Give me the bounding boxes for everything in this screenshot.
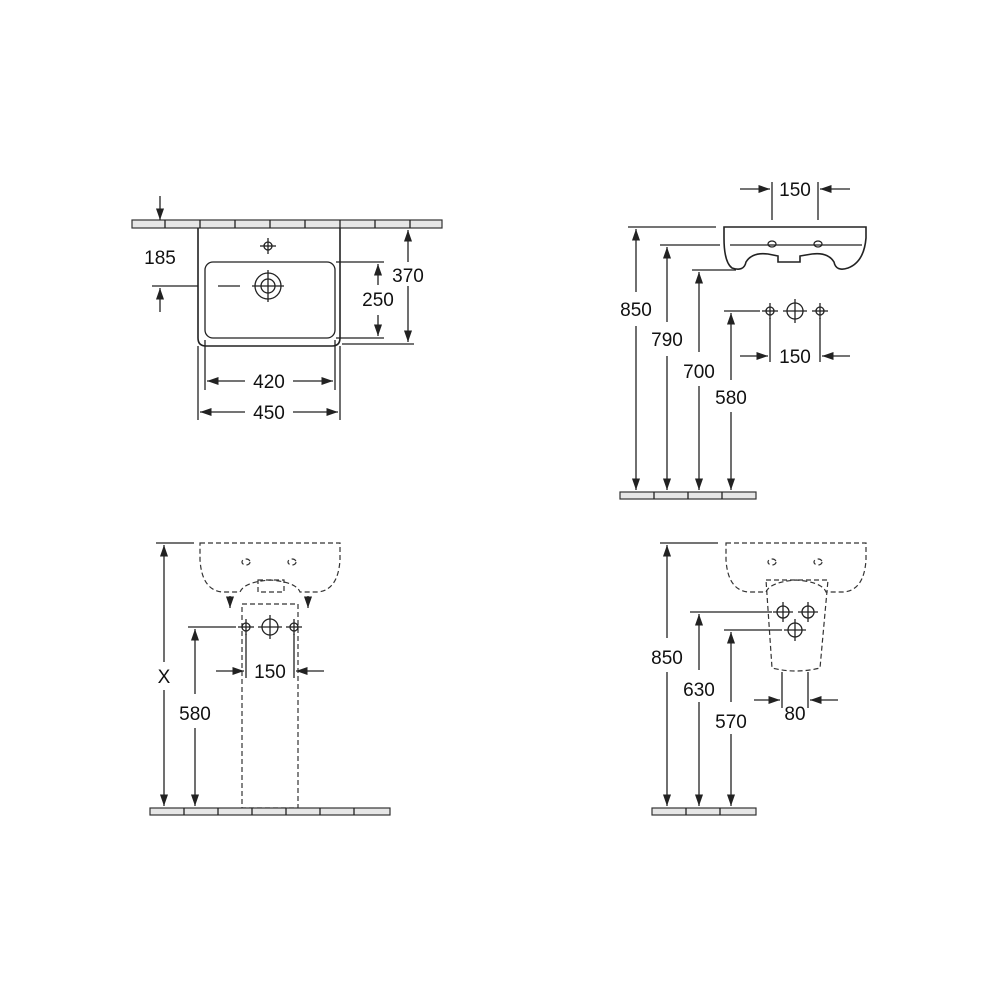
supply-hole-icon — [286, 619, 302, 635]
dim-185: 185 — [144, 196, 198, 312]
dim-570: 570 — [715, 629, 782, 806]
basin-outline — [197, 228, 341, 347]
dim-label-80: 80 — [784, 704, 805, 725]
waste-hole-icon — [783, 299, 807, 323]
semi-pedestal-dashed — [765, 579, 829, 672]
dim-700: 700 — [683, 269, 736, 490]
dim-630: 630 — [683, 611, 772, 806]
dim-label-580: 580 — [715, 388, 747, 409]
pedestal-view: 150 X 580 — [149, 542, 391, 816]
dim-420: 420 — [204, 340, 336, 393]
dim-label-850-semi: 850 — [651, 648, 683, 669]
waste-hole-icon — [258, 615, 282, 639]
dim-label-150-pedestal: 150 — [254, 662, 286, 683]
dim-label-630: 630 — [683, 680, 715, 701]
dim-450: 450 — [197, 346, 341, 424]
dim-80: 80 — [754, 672, 838, 725]
dim-150-top: 150 — [740, 180, 850, 220]
dim-label-185: 185 — [144, 248, 176, 269]
floor-strip — [651, 807, 757, 816]
dim-label-450: 450 — [253, 403, 285, 424]
dim-150-pedestal: 150 — [216, 634, 324, 683]
semi-pedestal-view: 80 850 630 570 — [651, 542, 867, 816]
dim-850-semi: 850 — [651, 542, 718, 806]
waste-hole-icon — [784, 619, 806, 641]
supply-hole-icon — [812, 303, 828, 319]
wall-strip — [131, 219, 443, 229]
pedestal-holes — [238, 615, 302, 639]
basin-dashed — [725, 542, 867, 593]
dim-label-x: X — [158, 667, 171, 688]
supply-hole-icon — [773, 602, 793, 622]
supply-hole-icon — [762, 303, 778, 319]
supply-holes — [762, 299, 828, 323]
dim-370: 370 — [342, 230, 424, 345]
dim-label-850: 850 — [620, 300, 652, 321]
dim-250: 250 — [336, 261, 394, 339]
side-view: 150 150 — [619, 180, 867, 500]
dim-label-250: 250 — [362, 290, 394, 311]
drain-icon — [218, 270, 284, 302]
dim-label-420: 420 — [253, 372, 285, 393]
dim-label-150-top: 150 — [779, 180, 811, 201]
supply-hole-icon — [798, 602, 818, 622]
dim-label-150-bottom: 150 — [779, 347, 811, 368]
basin-dashed — [199, 542, 341, 593]
dim-150-bottom: 150 — [740, 318, 850, 368]
floor-strip — [149, 807, 391, 816]
dim-label-370: 370 — [392, 266, 424, 287]
dim-label-700: 700 — [683, 362, 715, 383]
dim-label-570: 570 — [715, 712, 747, 733]
dim-x: X — [156, 542, 194, 806]
dim-label-790: 790 — [651, 330, 683, 351]
dim-790: 790 — [651, 244, 720, 490]
dim-580: 580 — [715, 310, 760, 490]
supply-hole-icon — [238, 619, 254, 635]
dim-580-pedestal: 580 — [179, 626, 236, 806]
basin-bowl — [204, 261, 336, 339]
plan-view: 185 250 370 420 — [131, 196, 443, 424]
floor-strip — [619, 491, 757, 500]
basin-front — [723, 226, 867, 270]
semi-pedestal-holes — [773, 602, 818, 641]
tap-hole-icon — [260, 238, 276, 254]
dim-label-580-pedestal: 580 — [179, 704, 211, 725]
dim-850: 850 — [620, 226, 716, 490]
